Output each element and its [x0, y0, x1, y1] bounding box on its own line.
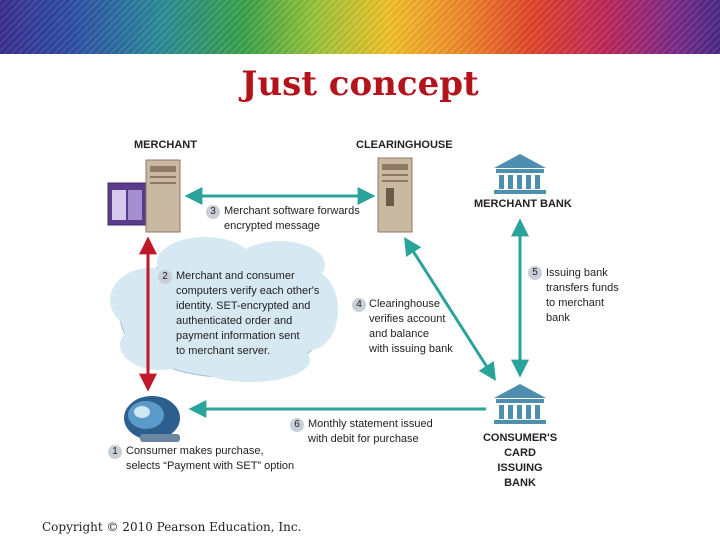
step-1-text: Consumer makes purchase, selects “Paymen…	[126, 445, 295, 472]
consumer-computer-icon	[124, 396, 180, 442]
step-4-number: 4	[352, 298, 366, 312]
step-1-number: 1	[108, 445, 122, 459]
cloud-shape	[110, 237, 338, 382]
decorative-banner	[0, 0, 720, 54]
merchant-bank-icon	[494, 154, 546, 194]
step-5-text: Issuing bank transfers funds to merchant…	[546, 267, 619, 324]
step-6-number: 6	[290, 418, 304, 432]
merchant-label: MERCHANT	[134, 139, 197, 151]
step-6-text: Monthly statement issued with debit for …	[308, 418, 433, 445]
step-2-number: 2	[158, 270, 172, 284]
merchant-computer-icon	[107, 159, 181, 233]
step-3-number: 3	[206, 205, 220, 219]
slide-title: Just concept	[241, 64, 479, 104]
merchant-bank-label: MERCHANT BANK	[474, 198, 572, 210]
step-3-text: Merchant software forwards encrypted mes…	[224, 205, 360, 232]
copyright-notice: Copyright © 2010 Pearson Education, Inc.	[42, 520, 302, 534]
arrow-4-clearinghouse-bank	[404, 236, 496, 382]
consumer-bank-label: CONSUMER'S CARD ISSUING BANK	[482, 432, 558, 489]
step-2-text: Merchant and consumer computers verify e…	[176, 270, 320, 357]
clearinghouse-server-icon	[377, 157, 413, 233]
clearinghouse-label: CLEARINGHOUSE	[356, 139, 453, 151]
consumer-bank-icon	[494, 384, 546, 424]
step-4-text: Clearinghouse verifies account and balan…	[369, 298, 453, 355]
step-5-number: 5	[528, 266, 542, 280]
